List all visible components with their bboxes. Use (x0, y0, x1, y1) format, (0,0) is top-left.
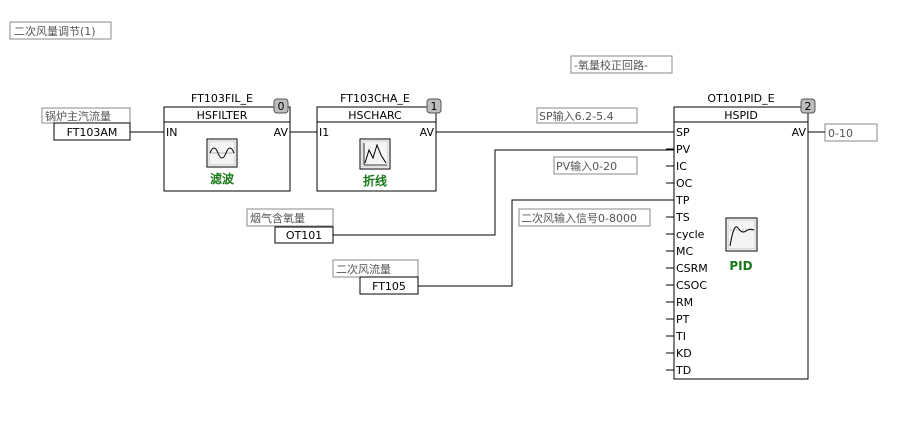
output-range-text: 0-10 (828, 127, 853, 140)
wire-ft105-pid-tp (418, 199, 674, 287)
output-range: 0-10 (824, 123, 878, 142)
wire-ot101-pid-pv (333, 149, 674, 236)
block-filter-out-pin: AV (274, 126, 289, 139)
pid-pin-oc[interactable]: OC (676, 177, 693, 190)
note-pv: PV输入0-20 (553, 156, 638, 175)
input-ot101[interactable]: 烟气含氧量 OT101 (246, 208, 334, 244)
pid-pin-ic[interactable]: IC (676, 160, 687, 173)
block-charc-out-pin: AV (420, 126, 435, 139)
pid-response-icon (725, 217, 758, 252)
pid-pin-cycle[interactable]: cycle (676, 228, 705, 241)
note-tp-text: 二次风输入信号0-8000 (521, 211, 637, 225)
block-filter-type: HSFILTER (197, 109, 248, 122)
pid-pin-pv[interactable]: PV (676, 143, 691, 156)
block-charc-caption: 折线 (363, 173, 387, 188)
diagram-title-text: 二次风量调节(1) (14, 24, 96, 38)
input-ft105-tag: FT105 (372, 280, 406, 293)
block-pid-order: 2 (805, 100, 812, 113)
block-hsfilter[interactable]: FT103FIL_E HSFILTER 0 IN AV 滤波 (163, 92, 291, 192)
input-ft103am-tag: FT103AM (67, 126, 118, 139)
note-sp-text: SP输入6.2-5.4 (539, 109, 614, 123)
wires (130, 131, 825, 287)
block-pid-out-pin: AV (792, 126, 807, 139)
block-hscharc[interactable]: FT103CHA_E HSCHARC 1 I1 AV 折线 (316, 92, 442, 192)
pid-pin-rm[interactable]: RM (676, 296, 693, 309)
pid-pin-kd[interactable]: KD (676, 347, 692, 360)
block-charc-in-pin: I1 (319, 126, 329, 139)
pid-pin-csrm[interactable]: CSRM (676, 262, 708, 275)
input-ft103am[interactable]: 锅炉主汽流量 FT103AM (41, 107, 131, 141)
input-ft103am-desc: 锅炉主汽流量 (45, 109, 111, 123)
block-filter-caption: 滤波 (210, 171, 235, 186)
pid-pin-tp[interactable]: TP (675, 194, 690, 207)
pid-pin-mc[interactable]: MC (676, 245, 693, 258)
note-pv-text: PV输入0-20 (556, 159, 617, 173)
block-filter-order: 0 (278, 100, 285, 113)
pid-pin-ti[interactable]: TI (675, 330, 686, 343)
pid-pin-csoc[interactable]: CSOC (676, 279, 707, 292)
note-sp: SP输入6.2-5.4 (536, 107, 638, 124)
pid-pin-td[interactable]: TD (675, 364, 691, 377)
block-hspid[interactable]: OT101PID_E HSPID 2 AV SP PV IC OC TP TS cycleM… (666, 92, 816, 380)
pid-pin-sp[interactable]: SP (676, 126, 690, 139)
block-charc-name: FT103CHA_E (340, 92, 410, 105)
block-filter-name: FT103FIL_E (191, 92, 253, 105)
diagram-title: 二次风量调节(1) (9, 21, 112, 40)
note-tp: 二次风输入信号0-8000 (518, 208, 651, 227)
loop-comment: -氧量校正回路- (570, 55, 673, 74)
pid-pin-ts[interactable]: TS (675, 211, 690, 224)
polyline-chart-icon (359, 138, 391, 170)
input-ot101-tag: OT101 (286, 229, 322, 242)
block-charc-type: HSCHARC (348, 109, 402, 122)
loop-comment-text: -氧量校正回路- (574, 58, 648, 72)
input-ft105-desc: 二次风流量 (336, 262, 391, 276)
wave-icon (206, 138, 238, 168)
block-filter-in-pin: IN (166, 126, 177, 139)
block-charc-order: 1 (431, 100, 438, 113)
input-ot101-desc: 烟气含氧量 (250, 211, 305, 225)
block-pid-caption: PID (729, 259, 752, 273)
block-pid-type: HSPID (724, 109, 758, 122)
pid-pin-pt[interactable]: PT (676, 313, 690, 326)
input-ft105[interactable]: 二次风流量 FT105 (332, 259, 419, 295)
block-pid-name: OT101PID_E (707, 92, 774, 105)
